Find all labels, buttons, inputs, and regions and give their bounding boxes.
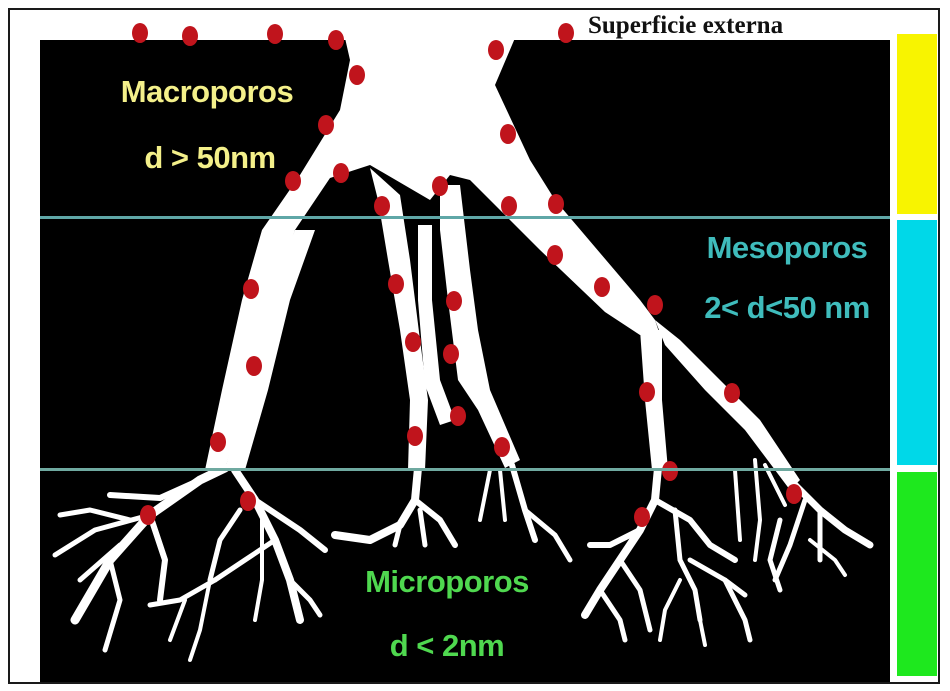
macroporos-label: Macroporos [121, 74, 293, 110]
molecule [488, 40, 504, 60]
molecule [285, 171, 301, 191]
molecule [246, 356, 262, 376]
mesoporos-label: Mesoporos [707, 230, 868, 266]
molecule [724, 383, 740, 403]
mesopore-branch-far-right [655, 320, 800, 490]
molecule [132, 23, 148, 43]
molecule [647, 295, 663, 315]
molecule [634, 507, 650, 527]
molecule [594, 277, 610, 297]
macro-meso-boundary [40, 216, 890, 219]
molecule [443, 344, 459, 364]
molecule [318, 115, 334, 135]
molecule [240, 491, 256, 511]
molecule [500, 124, 516, 144]
molecule [558, 23, 574, 43]
molecule [494, 437, 510, 457]
external-surface-label: Superficie externa [588, 12, 783, 40]
mesoporos-range: 2< d<50 nm [704, 290, 870, 326]
molecule [548, 194, 564, 214]
molecule [328, 30, 344, 50]
molecule [501, 196, 517, 216]
molecule [405, 332, 421, 352]
molecule [446, 291, 462, 311]
molecule [333, 163, 349, 183]
microporos-label: Microporos [365, 564, 529, 600]
molecule [388, 274, 404, 294]
mesoporos-color-bar [897, 220, 937, 465]
molecule [432, 176, 448, 196]
molecule [450, 406, 466, 426]
macroporos-color-bar [897, 34, 937, 214]
molecule [349, 65, 365, 85]
molecule [786, 484, 802, 504]
microporos-color-bar [897, 472, 937, 676]
molecule [547, 245, 563, 265]
microporos-range: d < 2nm [390, 628, 505, 664]
mesopore-branch-center [440, 185, 520, 468]
molecule [140, 505, 156, 525]
meso-micro-boundary [40, 468, 890, 471]
molecule [182, 26, 198, 46]
molecule [662, 461, 678, 481]
molecule [267, 24, 283, 44]
molecule [374, 196, 390, 216]
macroporos-range: d > 50nm [144, 140, 275, 176]
molecule [407, 426, 423, 446]
molecule [639, 382, 655, 402]
molecule [243, 279, 259, 299]
molecule [210, 432, 226, 452]
